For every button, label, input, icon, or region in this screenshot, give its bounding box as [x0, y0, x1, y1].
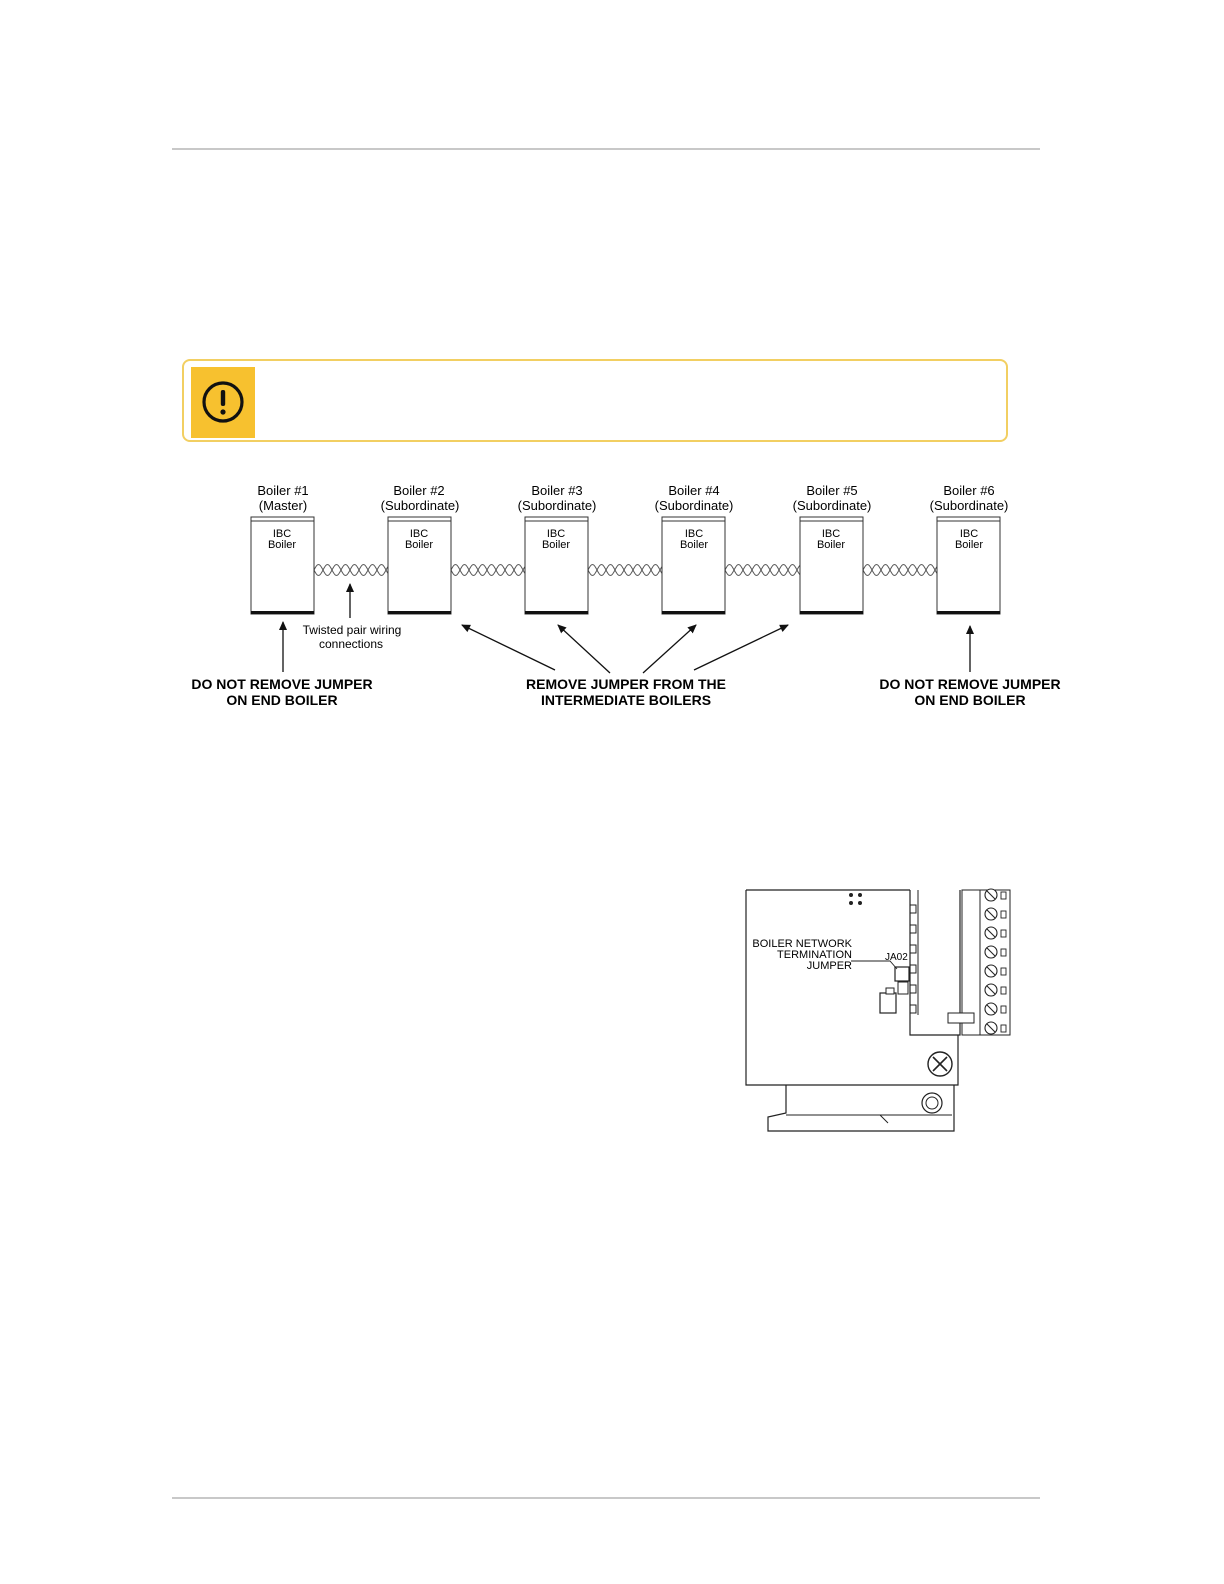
- wire-clamp: [1000, 948, 1007, 957]
- jumper-label-line3: JUMPER: [807, 960, 852, 972]
- wire-clamp: [1000, 891, 1007, 900]
- boiler-1-role: (Master): [259, 498, 307, 513]
- boiler-1: Boiler #1 (Master) IBC Boiler: [250, 483, 315, 615]
- boiler-5-unit-line2: Boiler: [817, 539, 845, 551]
- jumper-id: JA02: [885, 952, 908, 963]
- exclamation-circle-icon: [202, 381, 244, 423]
- boiler-5-cabinet: [799, 516, 864, 615]
- boiler-6-unit-line2: Boiler: [955, 539, 983, 551]
- twisted-pair-strand: [862, 564, 938, 576]
- boiler-1-cabinet: [250, 516, 315, 615]
- middle-arrow-boiler-4: [642, 624, 697, 674]
- wire-clamp: [1000, 1024, 1007, 1033]
- boiler-4-unit-line2: Boiler: [680, 539, 708, 551]
- left-callout-line2: ON END BOILER: [226, 692, 337, 708]
- right-callout-line2: ON END BOILER: [914, 692, 1025, 708]
- boiler-6-role: (Subordinate): [930, 498, 1009, 513]
- screw-terminals: [984, 888, 1007, 1035]
- boiler-6-name: Boiler #6: [943, 483, 994, 498]
- boiler-5-name: Boiler #5: [806, 483, 857, 498]
- boiler-4-role: (Subordinate): [655, 498, 734, 513]
- twisted-pair-strand: [587, 564, 663, 576]
- jumper-label-line1: BOILER NETWORK: [752, 938, 852, 950]
- twisted-pair-strand: [862, 564, 938, 576]
- wiring-label-line2: connections: [319, 637, 383, 651]
- middle-callout-line1: REMOVE JUMPER FROM THE: [526, 676, 726, 692]
- boiler-3-name: Boiler #3: [531, 483, 582, 498]
- boiler-3: Boiler #3 (Subordinate) IBC Boiler: [518, 483, 597, 615]
- caution-callout: [182, 359, 1008, 442]
- boiler-5: Boiler #5 (Subordinate) IBC Boiler: [793, 483, 872, 615]
- screw-slot: [986, 1023, 996, 1033]
- boiler-2-unit-line1: IBC: [410, 528, 428, 540]
- screw-slot: [986, 985, 996, 995]
- jumper-label-line2: TERMINATION: [777, 949, 852, 961]
- boiler-1-unit-line1: IBC: [273, 528, 291, 540]
- boiler-network-diagram: Boiler #1 (Master) IBC Boiler Boiler #2 …: [191, 483, 1060, 708]
- screw-slot: [986, 1004, 996, 1014]
- twisted-pair-strand: [450, 564, 526, 576]
- middle-arrow-boiler-2: [461, 624, 556, 671]
- boiler-4-name: Boiler #4: [668, 483, 719, 498]
- boiler-5-role: (Subordinate): [793, 498, 872, 513]
- boiler-6: Boiler #6 (Subordinate) IBC Boiler: [930, 483, 1009, 615]
- screw-slot: [986, 890, 996, 900]
- wire-clamp: [1000, 929, 1007, 938]
- twisted-pair-strand: [724, 564, 801, 576]
- wire-clamp: [1000, 910, 1007, 919]
- wire-clamp: [1000, 967, 1007, 976]
- boiler-3-unit-line2: Boiler: [542, 539, 570, 551]
- middle-arrow-boiler-5: [693, 624, 789, 671]
- screw-slot: [986, 947, 996, 957]
- jumper-cap: [879, 992, 897, 1014]
- screw-slot: [986, 966, 996, 976]
- wiring-label-line1: Twisted pair wiring: [303, 623, 402, 637]
- middle-arrow-boiler-3: [557, 624, 611, 674]
- right-callout-line1: DO NOT REMOVE JUMPER: [879, 676, 1060, 692]
- boiler-2: Boiler #2 (Subordinate) IBC Boiler: [381, 483, 460, 615]
- boiler-5-unit-line1: IBC: [822, 528, 840, 540]
- boiler-2-cabinet: [387, 516, 452, 615]
- left-callout-line1: DO NOT REMOVE JUMPER: [191, 676, 372, 692]
- caution-icon-tile: [191, 367, 255, 438]
- boiler-3-role: (Subordinate): [518, 498, 597, 513]
- boiler-4-unit-line1: IBC: [685, 528, 703, 540]
- boiler-3-unit-line1: IBC: [547, 528, 565, 540]
- ja02-jumper: [894, 966, 910, 982]
- wire-clamp: [1000, 1005, 1007, 1014]
- screw-slot: [986, 928, 996, 938]
- boiler-1-name: Boiler #1: [257, 483, 308, 498]
- termination-jumper-illustration: BOILER NETWORK TERMINATION JUMPER JA02: [745, 888, 1011, 1132]
- twisted-pair-strand: [450, 564, 526, 576]
- twisted-pair-strand: [313, 564, 389, 576]
- standoff-post: [921, 1092, 943, 1114]
- middle-callout-line2: INTERMEDIATE BOILERS: [541, 692, 711, 708]
- boiler-4: Boiler #4 (Subordinate) IBC Boiler: [655, 483, 734, 615]
- boiler-2-name: Boiler #2: [393, 483, 444, 498]
- boiler-2-role: (Subordinate): [381, 498, 460, 513]
- twisted-pair-wires: [313, 564, 938, 576]
- boiler-1-unit-line2: Boiler: [268, 539, 296, 551]
- boiler-6-unit-line1: IBC: [960, 528, 978, 540]
- twisted-pair-strand: [587, 564, 663, 576]
- footer-rule: [172, 1497, 1040, 1499]
- wire-clamp: [1000, 986, 1007, 995]
- twisted-pair-strand: [724, 564, 801, 576]
- boiler-2-unit-line2: Boiler: [405, 539, 433, 551]
- twisted-pair-strand: [313, 564, 389, 576]
- screw-slot: [986, 909, 996, 919]
- boiler-3-cabinet: [524, 516, 589, 615]
- header-rule: [172, 148, 1040, 150]
